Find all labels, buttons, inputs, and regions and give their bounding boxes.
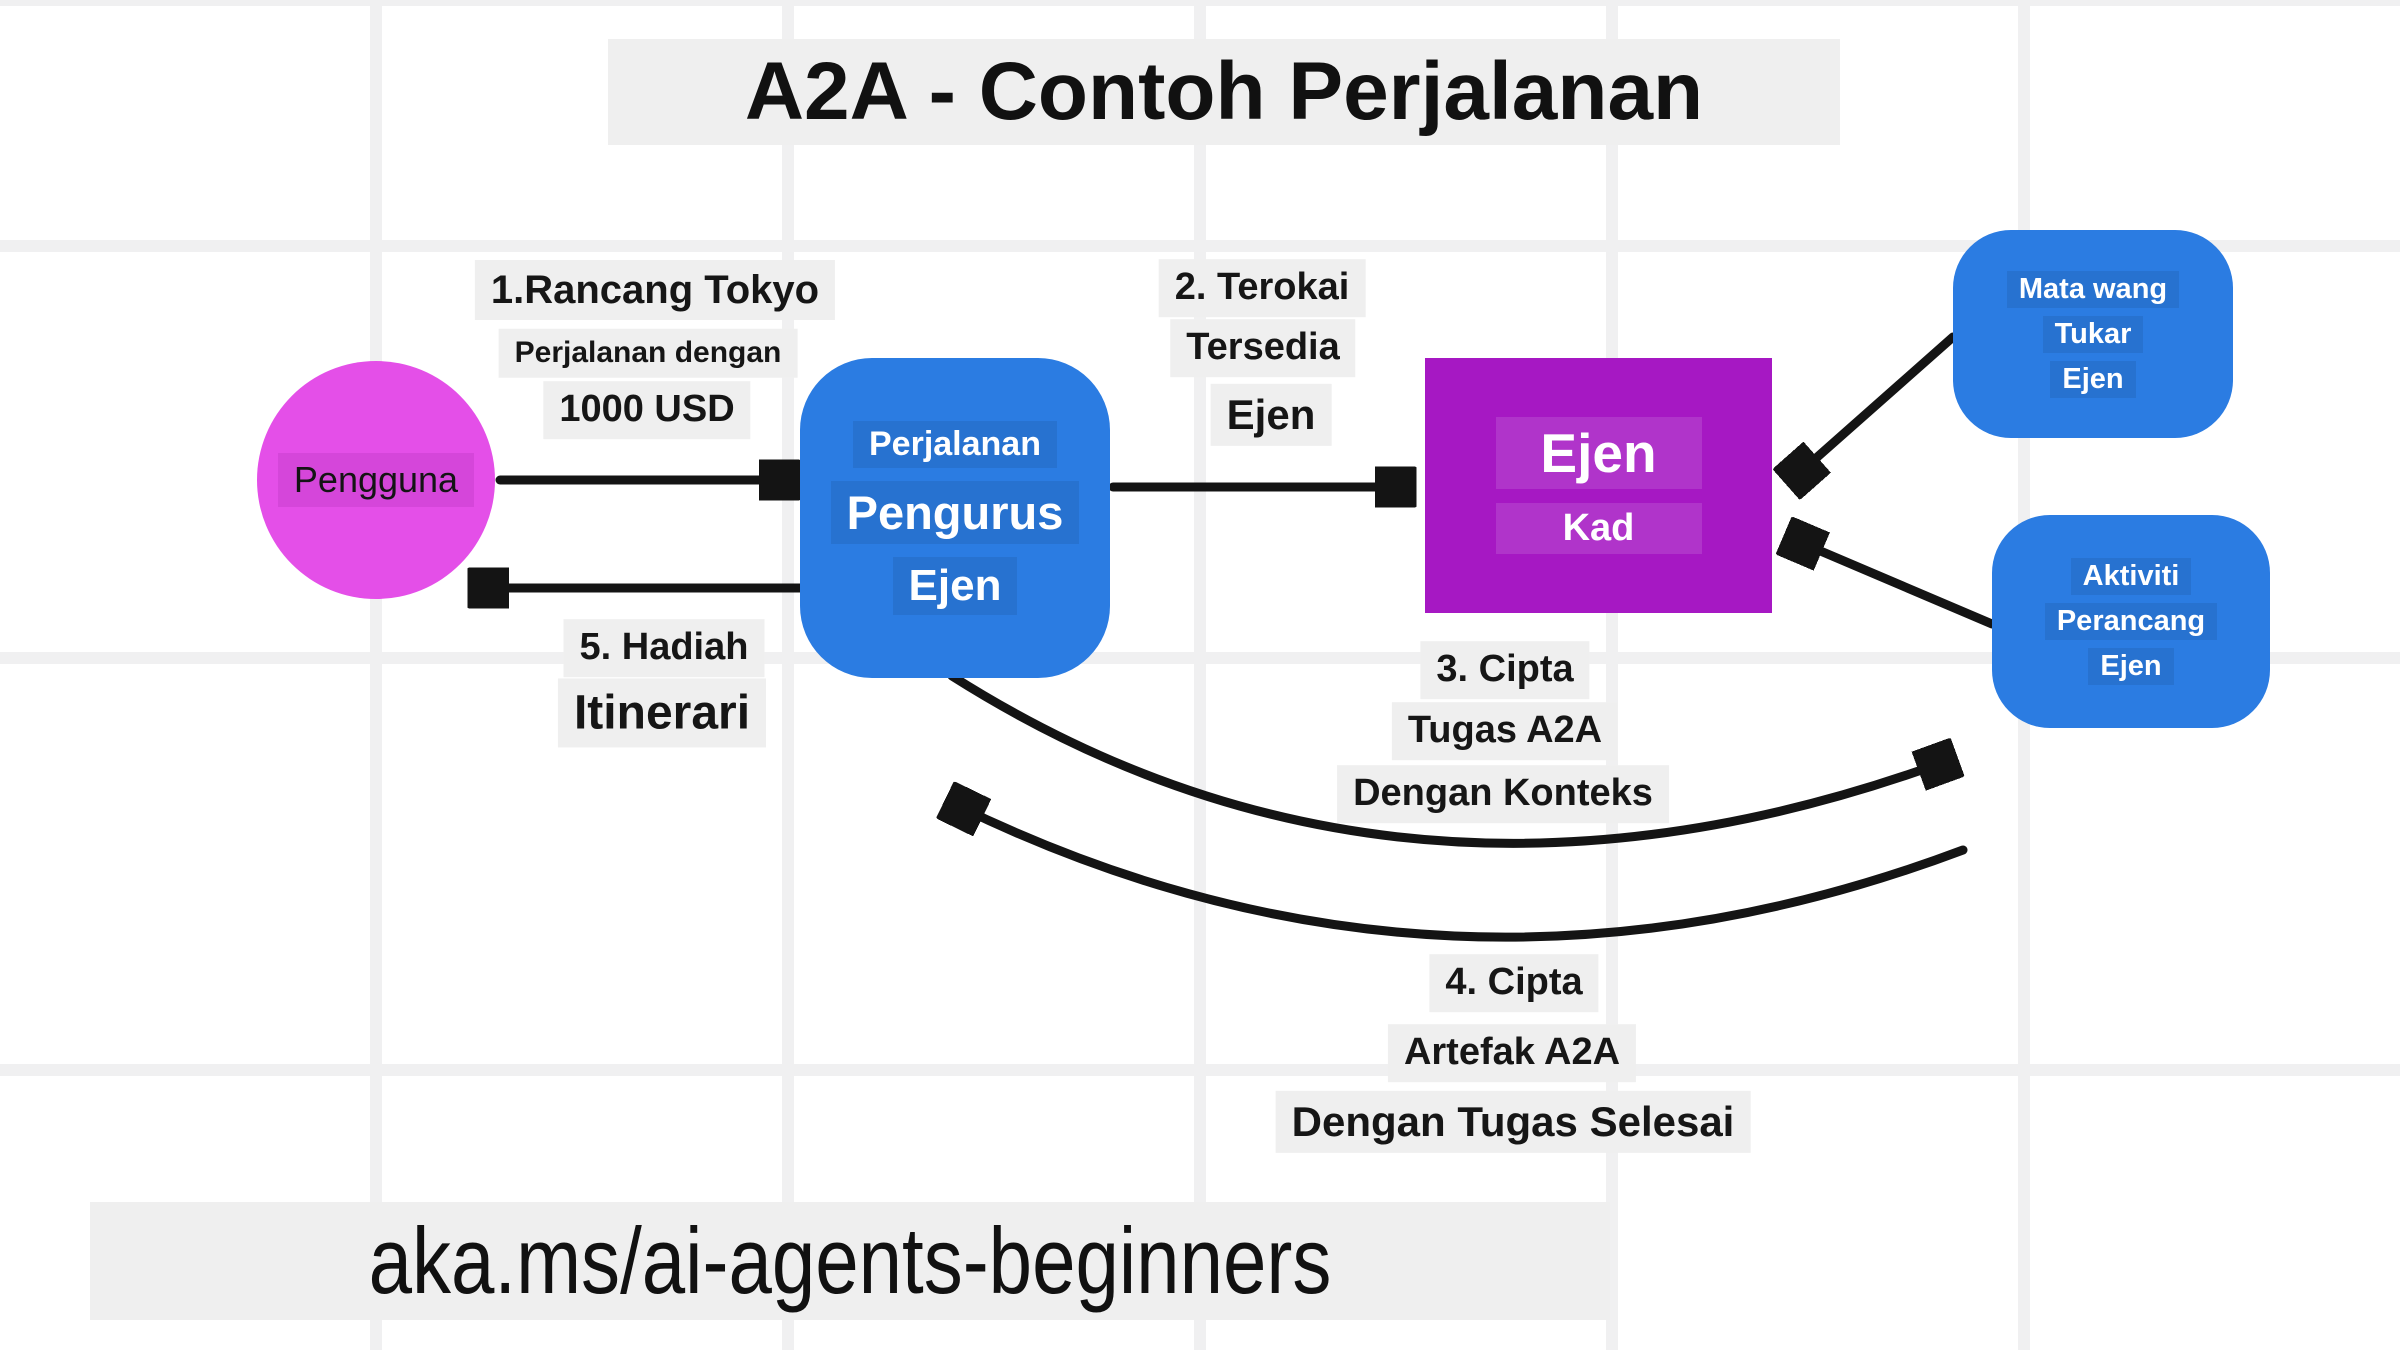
label-step4-line1: 4. Cipta [1429, 954, 1599, 1012]
grid-line-vertical [782, 0, 794, 1350]
node-activity-line-3: Ejen [2088, 648, 2174, 685]
footer-link-band: aka.ms/ai-agents-beginners [90, 1202, 1610, 1320]
node-activity-line-2: Perancang [2044, 603, 2218, 640]
label-step4-line2: Artefak A2A [1387, 1024, 1637, 1082]
node-agent-card-line-2: Kad [1495, 503, 1702, 554]
arrow-currency-to-agentcard [1797, 332, 1958, 475]
label-step4-line3: Dengan Tugas Selesai [1275, 1090, 1751, 1154]
node-currency-line-1: Mata wang [2006, 270, 2180, 308]
node-user: Pengguna [257, 361, 495, 599]
grid-line-vertical [1194, 0, 1206, 1350]
label-step2-line1: 2. Terokai [1158, 259, 1366, 317]
node-agent-card: Ejen Kad [1425, 358, 1772, 613]
node-activity-line-1: Aktiviti [2070, 558, 2192, 595]
page-title: A2A - Contoh Perjalanan [608, 39, 1840, 145]
grid-line-vertical [370, 0, 382, 1350]
label-step3-line2: Tugas A2A [1391, 702, 1619, 760]
label-step3-line3: Dengan Konteks [1337, 765, 1669, 823]
label-step2-line2: Tersedia [1170, 319, 1356, 377]
arrow-step4-curve [958, 806, 1968, 942]
node-manager-line-2: Pengurus [830, 481, 1080, 544]
node-agent-card-line-1: Ejen [1495, 417, 1702, 489]
footer-link-text: aka.ms/ai-agents-beginners [368, 1208, 1332, 1313]
arrow-activity-to-agentcard [1797, 541, 1997, 629]
node-manager-line-3: Ejen [892, 557, 1018, 615]
node-user-label: Pengguna [277, 453, 475, 507]
label-step2-line3: Ejen [1210, 383, 1332, 447]
node-activity-planner-agent: Aktiviti Perancang Ejen [1992, 515, 2270, 728]
label-step5-line2: Itinerari [557, 678, 767, 748]
node-travel-manager-agent: Perjalanan Pengurus Ejen [800, 358, 1110, 678]
node-manager-line-1: Perjalanan [853, 421, 1057, 468]
label-step1-line1: 1.Rancang Tokyo [474, 260, 836, 320]
label-step1-line2: Perjalanan dengan [498, 328, 798, 378]
label-step3-line1: 3. Cipta [1420, 641, 1590, 699]
node-currency-line-2: Tukar [2042, 315, 2144, 353]
node-currency-exchange-agent: Mata wang Tukar Ejen [1953, 230, 2233, 438]
label-step1-line3: 1000 USD [543, 381, 751, 439]
label-step5-line1: 5. Hadiah [563, 619, 765, 677]
node-currency-line-3: Ejen [2050, 360, 2136, 398]
